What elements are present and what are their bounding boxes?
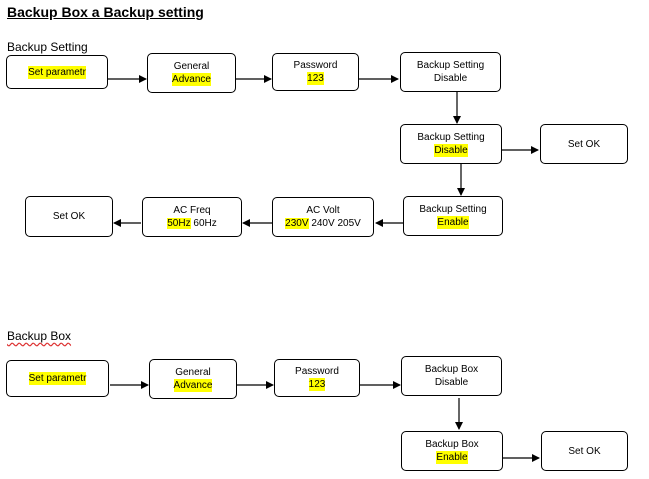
ac-freq-option-60: 60Hz bbox=[193, 218, 217, 229]
ac-freq-option-50: 50Hz bbox=[167, 218, 191, 229]
box-ac-freq: AC Freq 50Hz 60Hz bbox=[142, 197, 242, 237]
box-password-2: Password 123 bbox=[274, 359, 360, 397]
box-general-2: General Advance bbox=[149, 359, 237, 399]
box-backup-setting-3: Backup Setting Enable bbox=[403, 196, 503, 236]
box-backup-setting-2: Backup Setting Disable bbox=[400, 124, 502, 164]
box-ac-volt: AC Volt 230V 240V 205V bbox=[272, 197, 374, 237]
ac-volt-option-230: 230V bbox=[285, 218, 309, 229]
box-backup-box-1: Backup Box Disable bbox=[401, 356, 502, 396]
box-backup-setting-1: Backup Setting Disable bbox=[400, 52, 501, 92]
box-password-1: Password 123 bbox=[272, 53, 359, 91]
ac-volt-option-240: 240V bbox=[311, 218, 335, 229]
box-set-parametr-1: Set parametr bbox=[6, 55, 108, 89]
box-set-ok-2: Set OK bbox=[25, 196, 113, 237]
ac-volt-option-205: 205V bbox=[337, 218, 361, 229]
box-general-1: General Advance bbox=[147, 53, 236, 93]
section-backup-setting: Backup Setting bbox=[7, 40, 88, 54]
box-backup-box-2: Backup Box Enable bbox=[401, 431, 503, 471]
page-title: Backup Box a Backup setting bbox=[7, 4, 204, 20]
box-set-ok-3: Set OK bbox=[541, 431, 628, 471]
box-set-ok-1: Set OK bbox=[540, 124, 628, 164]
box-set-parametr-2: Set parametr bbox=[6, 360, 109, 397]
section-backup-box: Backup Box bbox=[7, 329, 72, 343]
